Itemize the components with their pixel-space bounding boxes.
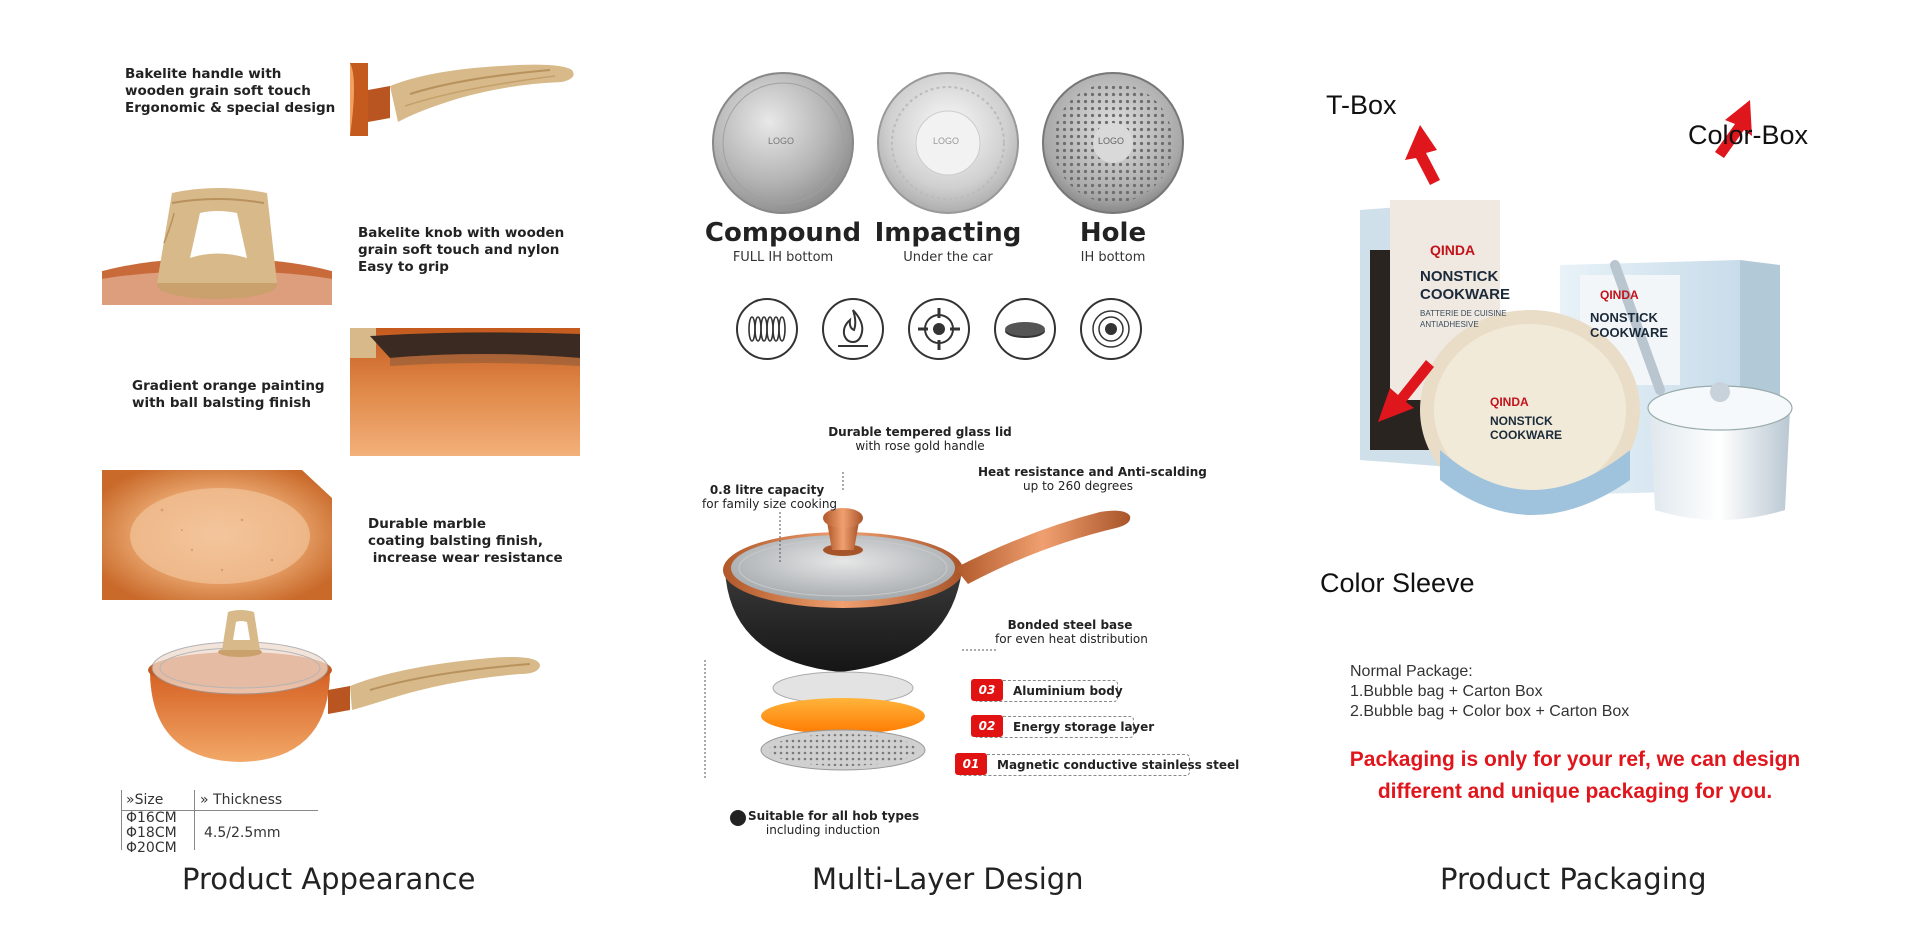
size-16: Φ16CM: [126, 810, 177, 826]
hole-sub: IH bottom: [1080, 250, 1146, 265]
pan-body-photo: [350, 328, 580, 456]
hob-annotation: Suitable for all hob types including ind…: [748, 809, 920, 837]
base-annotation: Bonded steel base for even heat distribu…: [995, 618, 1148, 646]
size-18: Φ18CM: [126, 825, 177, 841]
sleeve-brand: QINDA: [1490, 395, 1529, 409]
hob-type-icon: [730, 810, 746, 826]
package-note-line-1: 1.Bubble bag + Carton Box: [1350, 683, 1543, 700]
layer-02-tag: 02 Energy storage layer: [971, 715, 1154, 738]
thickness-header: » Thickness: [200, 792, 283, 808]
capacity-annotation: 0.8 litre capacity for family size cooki…: [702, 483, 838, 511]
caption-product-appearance: Product Appearance: [182, 862, 476, 896]
compound-bottom-disc: LOGO: [710, 70, 856, 216]
hole-logo-text: LOGO: [1098, 136, 1125, 146]
tbox-brand: QINDA: [1430, 242, 1476, 258]
sleeve-title: NONSTICK COOKWARE: [1490, 414, 1562, 442]
size-table: »Size » Thickness Φ16CM Φ18CM Φ20CM 4.5/…: [118, 790, 318, 856]
caption-multi-layer-design: Multi-Layer Design: [812, 862, 1084, 896]
gas-burner-icon: [908, 298, 970, 360]
induction-coil-icon: [736, 298, 798, 360]
color-sleeve-label: Color Sleeve: [1320, 568, 1475, 598]
caption-product-packaging: Product Packaging: [1440, 862, 1707, 896]
colorbox-title: NONSTICK COOKWARE: [1590, 310, 1668, 340]
thickness-value: 4.5/2.5mm: [204, 825, 281, 841]
heat-annotation: Heat resistance and Anti-scalding up to …: [978, 465, 1207, 493]
size-header: »Size: [126, 792, 164, 808]
colorbox-brand: QINDA: [1600, 288, 1639, 302]
appearance-panel: Bakelite handle with wooden grain soft t…: [0, 0, 620, 947]
layer-03-tag: 03 Aluminium body: [971, 679, 1123, 702]
tbox-label: T-Box: [1326, 90, 1397, 120]
size-table-header-line: [122, 810, 318, 811]
impacting-name: Impacting: [874, 218, 1022, 248]
exploded-pan-diagram: [700, 450, 1200, 815]
compound-name: Compound: [704, 218, 862, 248]
impacting-bottom-disc: LOGO: [875, 70, 1021, 216]
size-20: Φ20CM: [126, 840, 177, 856]
feature-handle-text: Bakelite handle with wooden grain soft t…: [125, 66, 336, 116]
feature-coating-text: Durable marble coating balsting finish, …: [368, 516, 563, 566]
ceramic-hob-icon: [1080, 298, 1142, 360]
packaging-panel: QINDA NONSTICK COOKWARE BATTERIE DE CUIS…: [1290, 0, 1920, 947]
lid-annotation: Durable tempered glass lid with rose gol…: [828, 425, 1012, 453]
impacting-logo-text: LOGO: [933, 136, 960, 146]
full-pan-photo: [130, 610, 550, 765]
compound-logo-text: LOGO: [768, 136, 795, 146]
handle-photo: [350, 58, 580, 138]
packaging-disclaimer: Packaging is only for your ref, we can d…: [1349, 748, 1801, 803]
feature-knob-text: Bakelite knob with wooden grain soft tou…: [358, 225, 565, 275]
tbox-title: NONSTICK COOKWARE: [1420, 268, 1510, 303]
package-note: Normal Package: 1.Bubble bag + Carton Bo…: [1350, 662, 1629, 722]
size-table-divider: [194, 790, 195, 850]
coating-photo: [102, 470, 332, 600]
hole-name: Hole: [1079, 218, 1147, 248]
hole-bottom-disc: LOGO: [1040, 70, 1186, 216]
feature-body-text: Gradient orange painting with ball balst…: [132, 378, 325, 411]
tbox-small-text: BATTERIE DE CUISINE ANTIADHESIVE: [1420, 309, 1507, 329]
package-note-title: Normal Package:: [1350, 663, 1473, 680]
compound-sub: FULL IH bottom: [732, 250, 834, 265]
layer-01-tag: 01 Magnetic conductive stainless steel: [955, 753, 1239, 776]
gas-flame-icon: [822, 298, 884, 360]
electric-plate-icon: [994, 298, 1056, 360]
size-table-left-line: [121, 790, 122, 850]
multilayer-panel: LOGO LOGO: [640, 0, 1260, 947]
packaging-photo: [1330, 90, 1850, 540]
package-note-line-2: 2.Bubble bag + Color box + Carton Box: [1350, 703, 1630, 720]
colorbox-label: Color-Box: [1688, 120, 1809, 150]
knob-photo: [102, 183, 332, 305]
impacting-sub: Under the car: [903, 250, 993, 265]
